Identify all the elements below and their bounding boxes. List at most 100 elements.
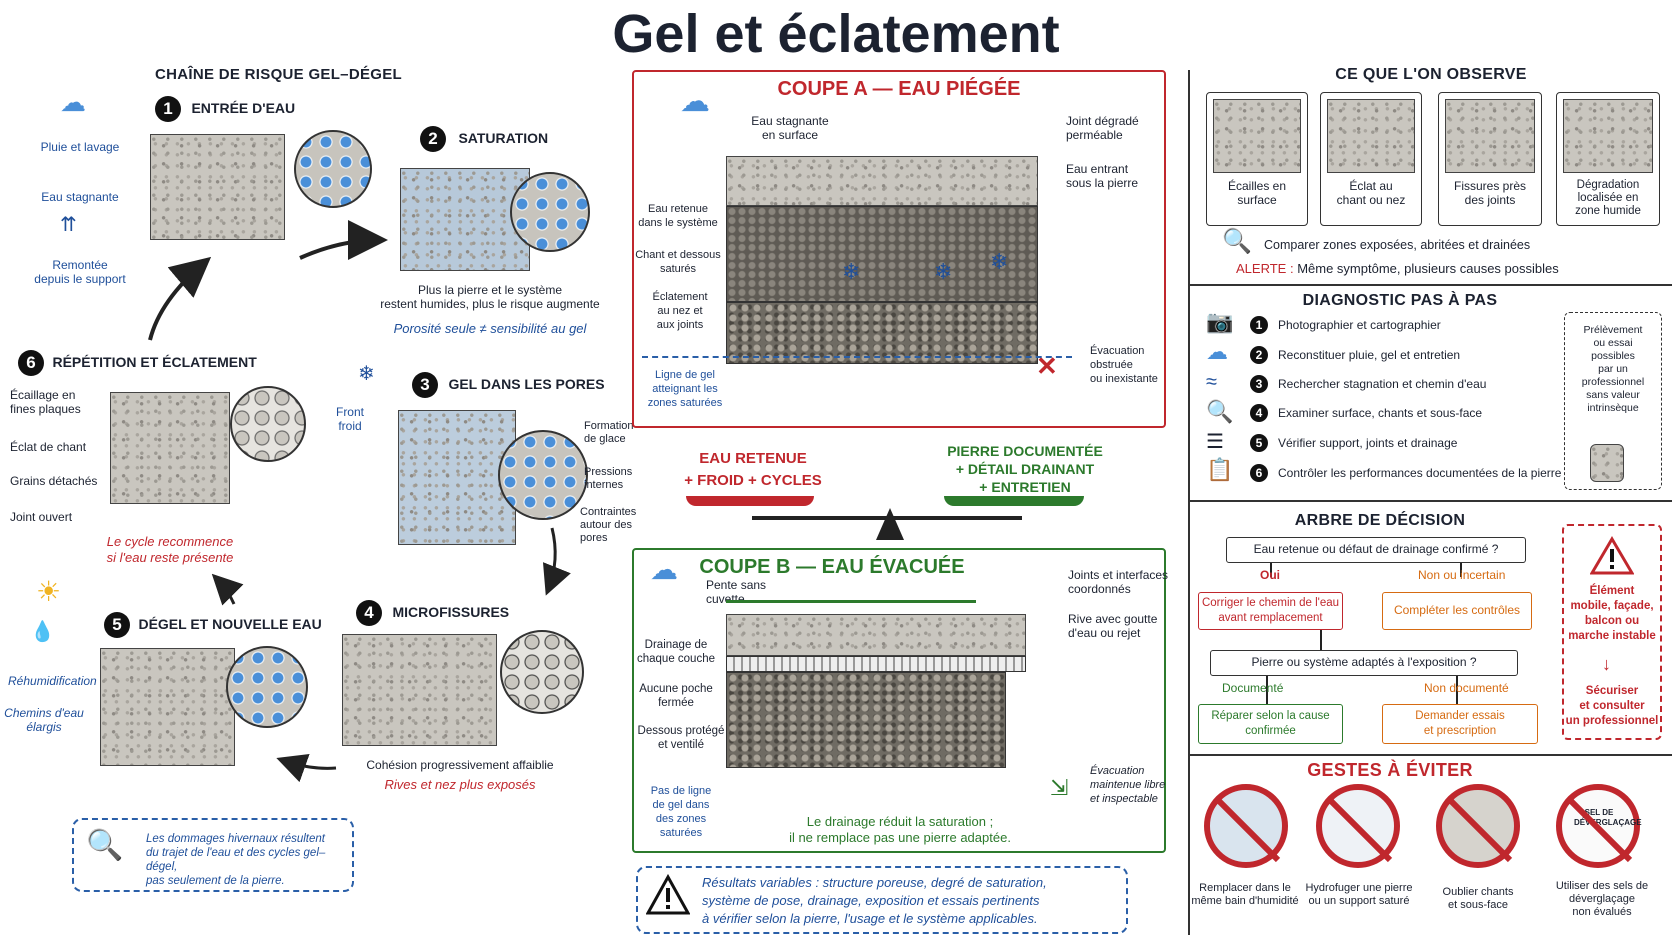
step4-number: 4 bbox=[356, 600, 382, 626]
warning-triangle-icon bbox=[646, 874, 690, 915]
b-label-frost: Pas de ligne de gel dans des zones satur… bbox=[650, 785, 712, 839]
step-number: 5 bbox=[1250, 434, 1268, 452]
a-label-frost: Ligne de gel atteignant les zones saturé… bbox=[647, 369, 723, 409]
step5-side-rewetting: Réhumidification bbox=[8, 674, 97, 688]
tree-question-1: Eau retenue ou défaut de drainage confir… bbox=[1226, 537, 1526, 563]
prohibition-slashes bbox=[1213, 795, 1633, 863]
observe-card-3: Fissures près des joints bbox=[1438, 92, 1542, 226]
balance-right-pan bbox=[944, 496, 1084, 506]
avoid-label-1: Remplacer dans le même bain d'humidité bbox=[1191, 882, 1299, 907]
step6-number: 6 bbox=[18, 350, 44, 376]
water-drops-icon: 💧 bbox=[30, 621, 55, 643]
balance-right-text: PIERRE DOCUMENTÉE + DÉTAIL DRAINANT + EN… bbox=[947, 443, 1103, 495]
divider bbox=[1190, 500, 1672, 502]
step1-pore-lens bbox=[294, 130, 372, 208]
observe-card-1: Écailles en surface bbox=[1206, 92, 1308, 226]
step2-caption: Plus la pierre et le système restent hum… bbox=[380, 283, 600, 311]
step6-note: Le cycle recommence si l'eau reste prése… bbox=[106, 534, 234, 565]
a-label-retained: Eau retenue dans le système bbox=[638, 203, 718, 229]
urgent-box bbox=[1562, 524, 1662, 740]
side-stagnant-label: Eau stagnante bbox=[41, 190, 119, 204]
step2-note: Porosité seule ≠ sensibilité au gel bbox=[393, 321, 587, 336]
sampling-text: Prélèvement ou essai possibles par un pr… bbox=[1581, 324, 1645, 414]
step2-header: 2 SATURATION bbox=[420, 126, 548, 152]
section-b-frame bbox=[632, 548, 1166, 853]
b-slope-arrow bbox=[726, 600, 976, 603]
side-rise-label: Remontée depuis le support bbox=[34, 258, 126, 286]
observe-card-2: Éclat au chant ou nez bbox=[1320, 92, 1422, 226]
step2-number: 2 bbox=[420, 126, 446, 152]
step1-title: ENTRÉE D'EAU bbox=[191, 100, 296, 117]
step6-title: RÉPÉTITION ET ÉCLATEMENT bbox=[52, 354, 257, 371]
b-paving-stones bbox=[726, 614, 1026, 656]
tree-connector bbox=[1320, 630, 1322, 650]
observe-heading: CE QUE L'ON OBSERVE bbox=[1335, 66, 1527, 83]
rain-cloud-icon: ☁ bbox=[680, 85, 710, 118]
alert-label: ALERTE : bbox=[1236, 261, 1294, 276]
observe-label: Écailles en surface bbox=[1227, 179, 1287, 207]
section-a-frame bbox=[632, 70, 1166, 428]
step2-title: SATURATION bbox=[458, 130, 549, 147]
sampling-box bbox=[1564, 312, 1662, 490]
step-number: 4 bbox=[1250, 404, 1268, 422]
step-number: 2 bbox=[1250, 346, 1268, 364]
tree-action-repair: Réparer selon la cause confirmée bbox=[1198, 704, 1343, 744]
tree-connector bbox=[1266, 676, 1268, 704]
observe-image bbox=[1445, 99, 1535, 173]
step-number: 6 bbox=[1250, 464, 1268, 482]
observe-alert: ALERTE : Même symptôme, plusieurs causes… bbox=[1236, 262, 1559, 276]
snowflake-icon: ❄ bbox=[358, 363, 375, 385]
rising-water-icon: ⇈ bbox=[60, 214, 77, 236]
warning-line1: Résultats variables : structure poreuse,… bbox=[702, 875, 1047, 890]
tree-question-2: Pierre ou système adaptés à l'exposition… bbox=[1210, 650, 1518, 676]
arrow-down-icon: ↓ bbox=[1602, 654, 1611, 674]
tree-connector bbox=[1456, 676, 1458, 704]
tree-yes-1: Oui bbox=[1260, 568, 1280, 582]
step3-label-stress: Contraintes autour des pores bbox=[580, 506, 637, 544]
avoid-label-3: Oublier chants et sous-face bbox=[1442, 886, 1514, 911]
drain-outlet-icon: ⇲ bbox=[1050, 775, 1069, 800]
a-mortar-bed bbox=[726, 206, 1038, 302]
ice-crystal-icon: ❄ bbox=[934, 259, 953, 284]
step5-side-paths: Chemins d'eau élargis bbox=[4, 706, 84, 734]
b-label-poche: Aucune poche fermée bbox=[639, 683, 713, 709]
observe-label: Fissures près des joints bbox=[1453, 179, 1527, 207]
ice-crystal-icon: ❄ bbox=[842, 259, 861, 284]
tree-documented: Documenté bbox=[1222, 681, 1284, 695]
observe-image bbox=[1563, 99, 1653, 173]
step4-stone bbox=[342, 634, 497, 746]
step5-header: 5 DÉGEL ET NOUVELLE EAU bbox=[104, 612, 322, 638]
step3-stone bbox=[398, 410, 516, 545]
step-text: Examiner surface, chants et sous-face bbox=[1278, 406, 1483, 420]
avoid-label-2: Hydrofuger une pierre ou un support satu… bbox=[1305, 882, 1413, 907]
section-b-title: COUPE B — EAU ÉVACUÉE bbox=[699, 556, 965, 578]
b-gravel-base bbox=[726, 672, 1006, 768]
observe-image bbox=[1213, 99, 1301, 173]
warning-line2: système de pose, drainage, exposition et… bbox=[702, 893, 1040, 908]
camera-icon: 📷 bbox=[1206, 309, 1234, 334]
step-text: Photographier et cartographier bbox=[1278, 318, 1441, 332]
page-title: Gel et éclatement bbox=[612, 4, 1060, 64]
step6-label-grains: Grains détachés bbox=[10, 474, 98, 488]
blocked-drain-icon: ✕ bbox=[1036, 351, 1058, 381]
avoid-label-4: Utiliser des sels de déverglaçage non év… bbox=[1555, 880, 1649, 918]
sun-icon: ☀ bbox=[36, 576, 62, 607]
step5-title: DÉGEL ET NOUVELLE EAU bbox=[138, 616, 322, 633]
salt-bag-label: SEL DE DÉVERGLAÇAGE bbox=[1574, 808, 1642, 827]
warning-box bbox=[636, 866, 1128, 934]
step2-pore-lens bbox=[510, 172, 590, 252]
step-number: 3 bbox=[1250, 375, 1268, 393]
b-label-evac: Évacuation maintenue libre et inspectabl… bbox=[1090, 765, 1166, 805]
step6-header: 6 RÉPÉTITION ET ÉCLATEMENT bbox=[18, 350, 257, 376]
b-label-dessous: Dessous protégé et ventilé bbox=[637, 725, 725, 751]
balance-fulcrum bbox=[876, 508, 904, 540]
b-caption: Le drainage réduit la saturation ; il ne… bbox=[789, 814, 1011, 845]
step4-note: Rives et nez plus exposés bbox=[384, 777, 536, 792]
step3-title: GEL DANS LES PORES bbox=[448, 376, 605, 393]
warning-triangle-icon bbox=[1590, 536, 1634, 575]
tree-connector bbox=[1460, 563, 1462, 577]
rain-cloud-icon: ☁ bbox=[60, 87, 86, 117]
tree-heading: ARBRE DE DÉCISION bbox=[1294, 512, 1466, 529]
step6-pore-lens bbox=[230, 386, 306, 462]
